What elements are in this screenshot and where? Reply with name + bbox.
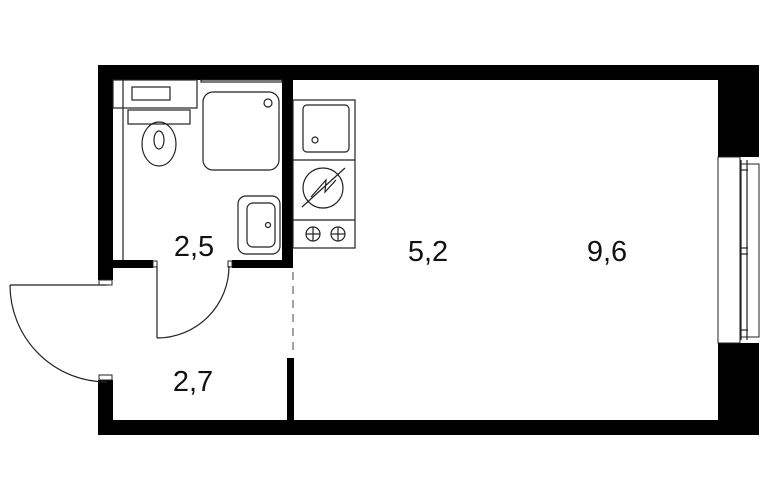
- hall-partition: [287, 358, 294, 420]
- right-wall-lower: [718, 343, 759, 435]
- bathroom-door[interactable]: [152, 260, 233, 339]
- bathroom-wall-right: [232, 260, 293, 268]
- bottom-wall: [98, 420, 759, 435]
- kitchen-counter: [292, 99, 356, 249]
- top-wall: [98, 65, 759, 80]
- shelf: [112, 79, 198, 109]
- bathroom-fixtures: [112, 79, 283, 260]
- bathroom-wall-left: [113, 260, 153, 268]
- sink-icon: [237, 195, 281, 255]
- room-labels: 2,5 2,7 5,2 9,6: [173, 231, 627, 398]
- kitchen-area: 5,2: [408, 236, 448, 268]
- hallway-area: 2,7: [173, 366, 213, 398]
- kitchen-fixtures: [292, 99, 356, 249]
- cabinet-icon: [131, 86, 171, 101]
- kitchen-sink-icon: [302, 104, 350, 153]
- bathroom-partition: [282, 65, 293, 268]
- right-wall-upper: [718, 65, 759, 157]
- left-wall-lower: [98, 380, 113, 435]
- oven-icon: [302, 167, 344, 209]
- shower-tray-icon: [202, 91, 280, 171]
- cooktop-burner-icon: [305, 226, 321, 242]
- bathroom-area: 2,5: [174, 231, 214, 263]
- toilet-tank: [127, 109, 191, 125]
- living-area: 9,6: [587, 236, 627, 268]
- walls: [98, 65, 759, 435]
- toilet-icon: [141, 121, 177, 167]
- entrance-door[interactable]: [9, 279, 113, 383]
- cooktop-burner-icon: [330, 226, 346, 242]
- window: [717, 156, 760, 344]
- left-wall-upper: [98, 65, 113, 280]
